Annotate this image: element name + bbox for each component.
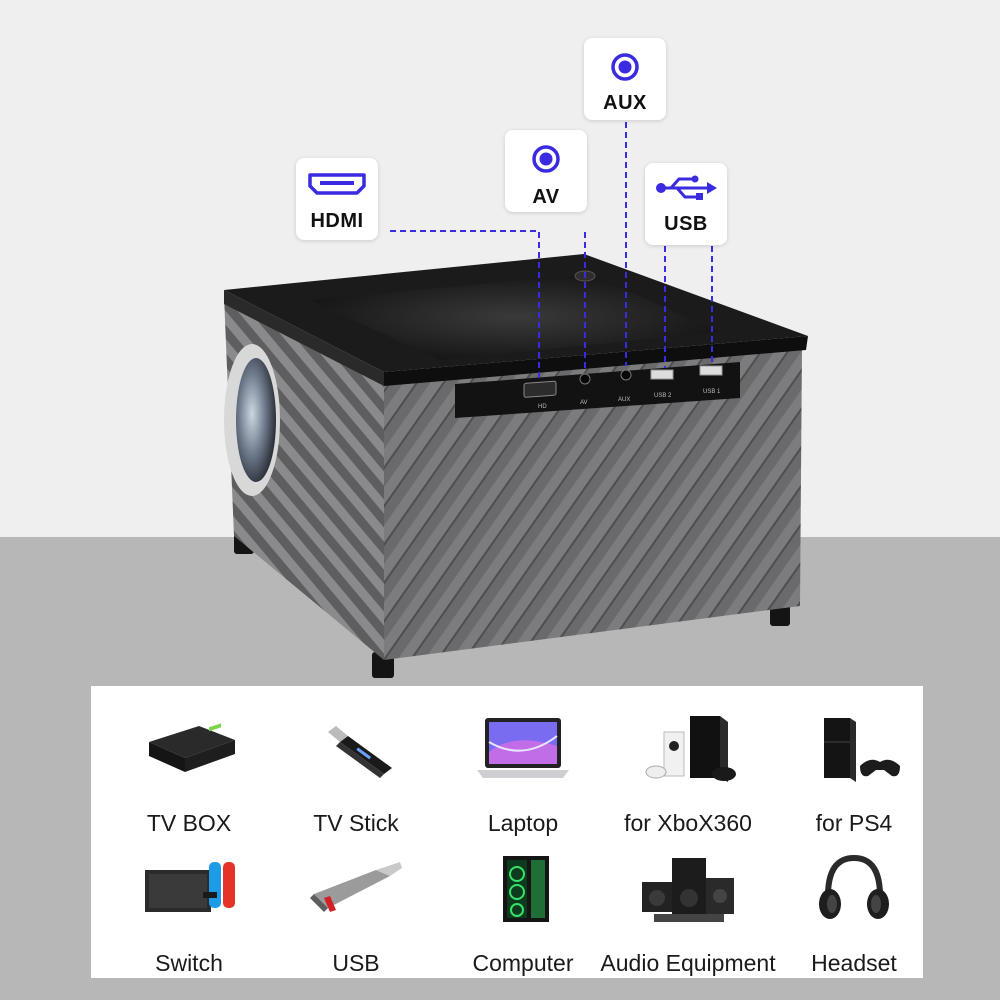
device-label: Headset bbox=[811, 950, 897, 976]
aux-port[interactable] bbox=[620, 369, 632, 381]
device-label: Audio Equipment bbox=[600, 950, 776, 976]
connector-lines bbox=[390, 122, 713, 382]
hdmi-callout: HDMI bbox=[296, 158, 378, 240]
hdmi-port-icon bbox=[308, 173, 366, 195]
device-label: Switch bbox=[155, 950, 223, 976]
device-ps4: for PS4 bbox=[779, 704, 929, 844]
tv-box-icon bbox=[149, 723, 235, 772]
av-jack-icon bbox=[532, 145, 560, 173]
port-label-usb1: USB 1 bbox=[703, 389, 721, 395]
device-switch: Switch bbox=[114, 844, 264, 984]
device-label: USB bbox=[332, 950, 380, 976]
device-tv-box: TV BOX bbox=[114, 704, 264, 844]
device-usb-drive: USB bbox=[281, 844, 431, 984]
device-label: Computer bbox=[472, 950, 574, 976]
av-port[interactable] bbox=[579, 373, 591, 385]
device-headset: Headset bbox=[779, 844, 929, 984]
device-label: TV BOX bbox=[146, 810, 232, 836]
port-label-hd: HD bbox=[538, 404, 547, 410]
headset-icon bbox=[819, 854, 889, 919]
projector-illustration: HD AV AUX USB 2 USB 1 bbox=[224, 122, 808, 678]
av-callout: AV bbox=[505, 130, 587, 212]
port-label-usb2: USB 2 bbox=[654, 393, 672, 399]
ps4-icon bbox=[824, 718, 900, 782]
device-label: TV Stick bbox=[313, 810, 399, 836]
hdmi-port[interactable] bbox=[523, 380, 557, 398]
projector-top-edge bbox=[384, 336, 808, 386]
av-label: AV bbox=[532, 186, 560, 208]
device-xbox: for XboX360 bbox=[613, 704, 763, 844]
device-label: for PS4 bbox=[815, 810, 893, 836]
device-computer: Computer bbox=[448, 844, 598, 984]
device-laptop: Laptop bbox=[448, 704, 598, 844]
usb-callout: USB bbox=[645, 163, 727, 245]
foot-front-right bbox=[770, 604, 790, 626]
hdmi-label: HDMI bbox=[310, 210, 364, 232]
aux-jack-icon bbox=[611, 53, 639, 81]
device-label: for XboX360 bbox=[624, 810, 752, 836]
projector-front-face bbox=[384, 348, 802, 660]
projector-top-edge-left bbox=[224, 290, 384, 386]
usb-drive-icon bbox=[310, 862, 402, 912]
compatible-devices-panel: TV BOX TV Stick Laptop for XboX3 bbox=[91, 686, 923, 978]
projector-lens bbox=[236, 358, 276, 482]
switch-console-icon bbox=[145, 862, 235, 912]
audio-equipment-icon bbox=[642, 858, 734, 922]
computer-tower-icon bbox=[503, 856, 549, 922]
usb-label: USB bbox=[664, 213, 708, 235]
tv-stick-icon bbox=[328, 726, 392, 778]
usb-icon bbox=[656, 175, 717, 200]
port-label-aux: AUX bbox=[618, 397, 630, 403]
port-label-av: AV bbox=[580, 400, 588, 406]
device-tv-stick: TV Stick bbox=[281, 704, 431, 844]
aux-callout: AUX bbox=[584, 38, 666, 120]
projector-top-panel bbox=[310, 274, 720, 360]
aux-label: AUX bbox=[603, 92, 647, 114]
xbox-icon bbox=[645, 716, 736, 782]
laptop-icon bbox=[477, 718, 569, 778]
device-label: Laptop bbox=[487, 810, 559, 836]
usb2-port[interactable] bbox=[650, 369, 674, 380]
device-audio-equipment: Audio Equipment bbox=[600, 844, 776, 984]
usb1-port[interactable] bbox=[699, 365, 723, 376]
